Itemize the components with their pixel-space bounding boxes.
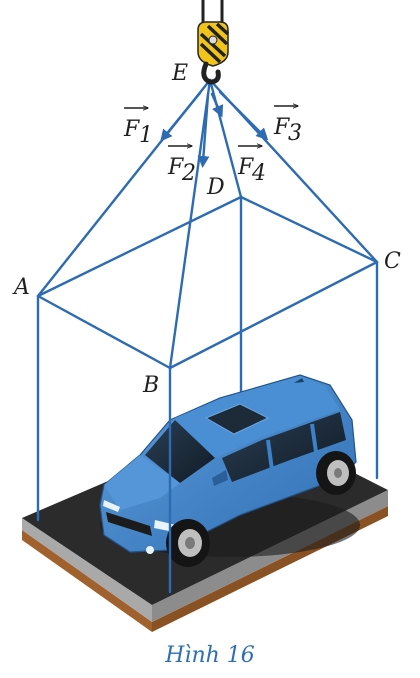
svg-text:F: F [237, 155, 254, 180]
force-arrow-f1 [160, 91, 202, 142]
label-f1: F 1 [123, 108, 153, 148]
force-arrows [160, 90, 269, 168]
windshield [145, 420, 215, 483]
label-point-b: B [142, 373, 159, 398]
label-point-d: D [206, 175, 225, 200]
platform-base-front [22, 530, 152, 632]
force-arrow-f2 [197, 93, 210, 168]
force-arrow-f3 [218, 90, 269, 141]
car-wheel-rear [316, 451, 356, 495]
svg-text:F: F [123, 117, 140, 142]
side-windows [222, 412, 346, 482]
car-icon [99, 374, 360, 567]
frame-cd [239, 195, 379, 264]
label-point-a: A [12, 275, 30, 300]
platform-edge-front [22, 518, 152, 622]
svg-text:3: 3 [288, 121, 302, 146]
label-f4: F 4 [237, 146, 266, 186]
frame-bc [168, 260, 379, 370]
label-point-c: C [384, 249, 401, 274]
label-f2: F 2 [167, 146, 196, 186]
svg-text:2: 2 [181, 161, 196, 186]
frame-da [36, 195, 243, 298]
svg-text:1: 1 [139, 123, 153, 148]
crane-hook-icon [197, 0, 230, 85]
force-arrow-f4 [210, 92, 224, 118]
sunroof-icon [204, 403, 270, 435]
svg-text:4: 4 [251, 161, 266, 186]
label-point-e: E [171, 61, 188, 86]
figure-caption: Hình 16 [164, 643, 255, 668]
rope-e-b [168, 78, 212, 370]
label-f3: F 3 [273, 106, 302, 146]
car-wheel-front [166, 519, 210, 567]
frame-ab [36, 294, 172, 370]
svg-text:F: F [167, 155, 184, 180]
svg-text:F: F [273, 115, 290, 140]
